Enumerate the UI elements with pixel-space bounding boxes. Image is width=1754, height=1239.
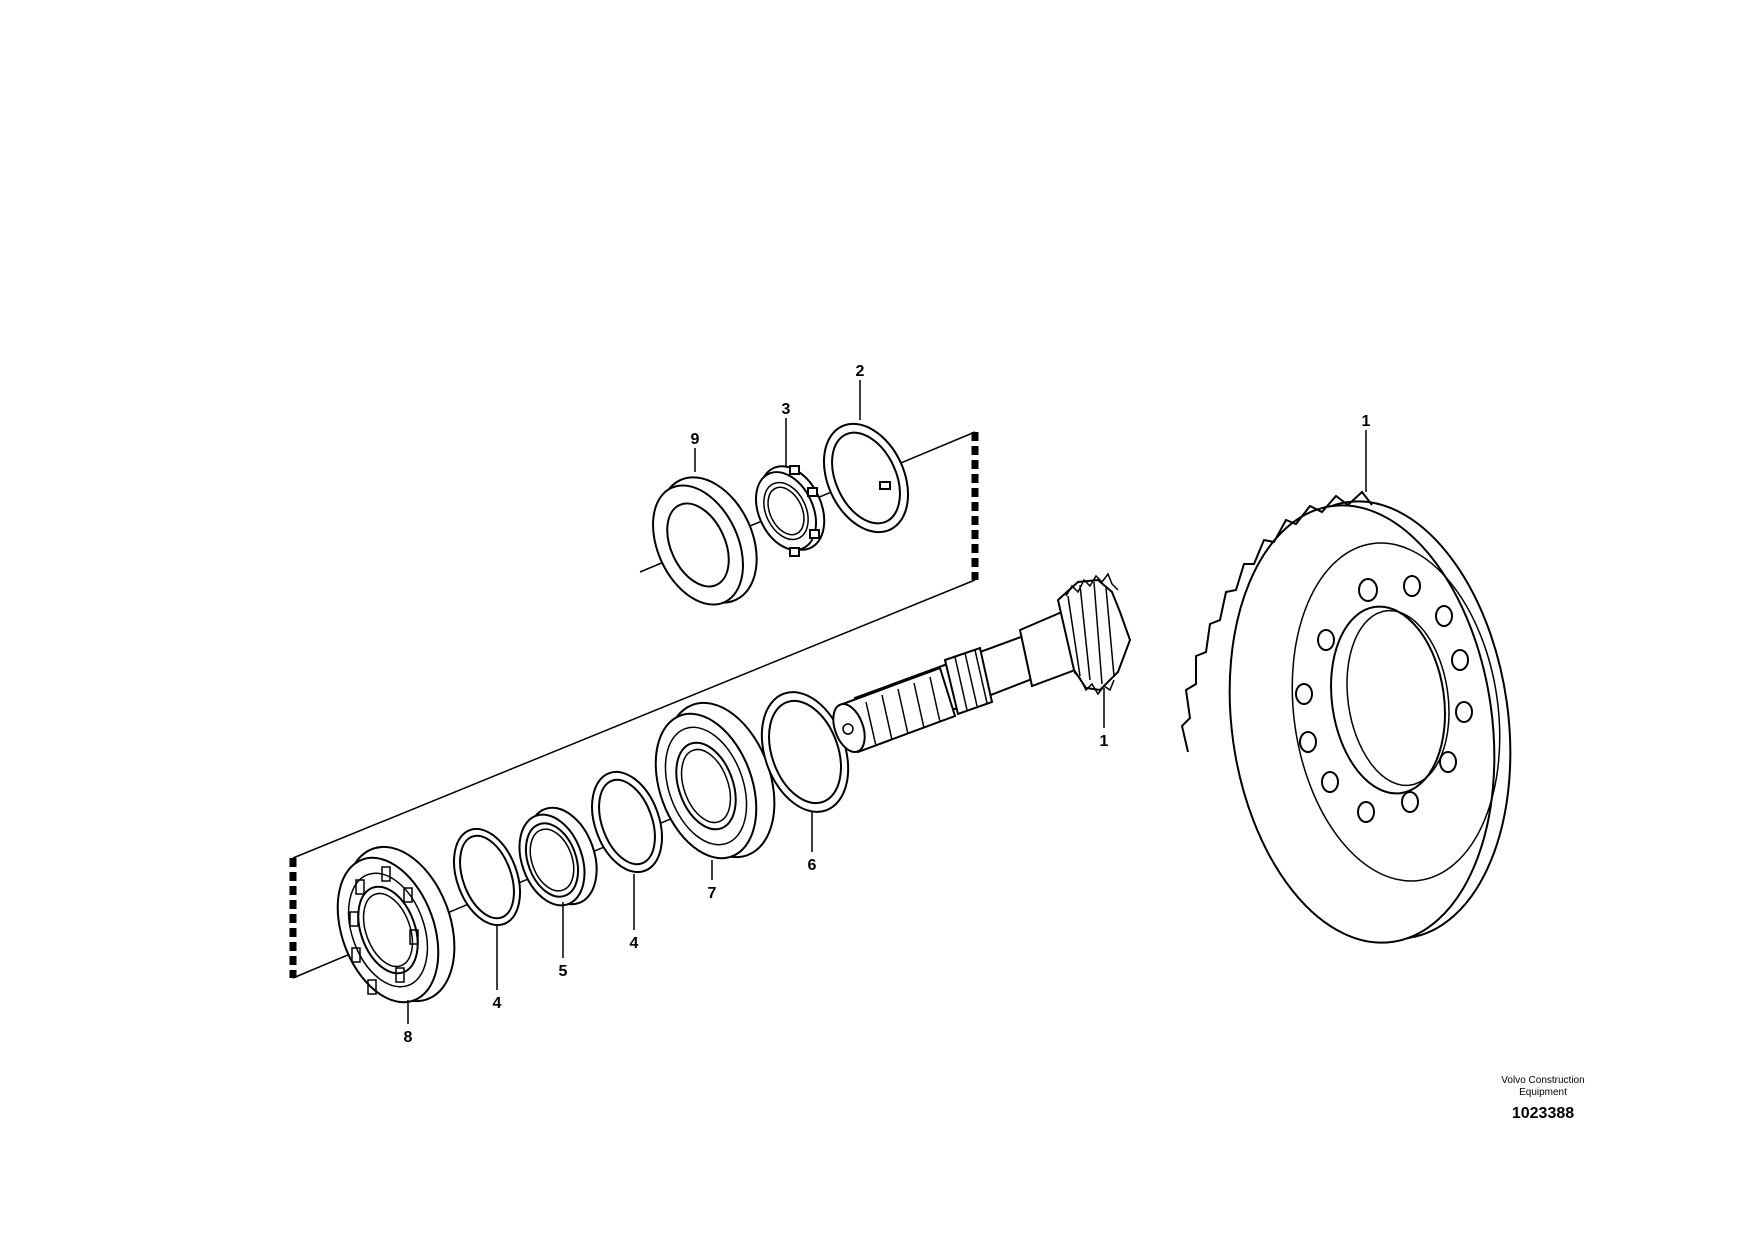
lock-washer-part-2 <box>822 422 910 534</box>
callout-part-5: 5 <box>559 963 568 980</box>
leader-lines <box>407 380 1367 1024</box>
bearing-race-part-5 <box>518 806 598 907</box>
company-name-line-2: Equipment <box>1519 1087 1567 1098</box>
callout-part-2: 2 <box>856 363 865 380</box>
spacer-ring-part-4b <box>591 770 663 874</box>
assembly-bracket <box>289 432 979 978</box>
drawing-credit: Volvo Construction Equipment 1023388 <box>1478 1075 1608 1123</box>
ball-bearing-part-7 <box>654 701 776 860</box>
seal-ring-part-9 <box>652 476 758 606</box>
drawing-number: 1023388 <box>1511 1105 1575 1122</box>
callout-part-1-ring-gear: 1 <box>1362 413 1371 430</box>
callout-part-7: 7 <box>708 885 717 902</box>
slotted-nut-part-3 <box>755 465 826 557</box>
callout-part-4-a: 4 <box>493 995 502 1012</box>
callout-part-3: 3 <box>782 401 791 418</box>
callout-part-8: 8 <box>404 1029 413 1046</box>
thrust-washer-part-6 <box>760 691 850 813</box>
callout-part-4-b: 4 <box>630 935 639 952</box>
roller-bearing-part-8 <box>336 845 456 1004</box>
pinion-shaft-part-1 <box>832 572 1132 754</box>
company-name-line-1: Volvo Construction <box>1501 1075 1585 1086</box>
callout-part-6: 6 <box>808 857 817 874</box>
callout-part-1-pinion: 1 <box>1100 733 1109 750</box>
ring-gear-part-1 <box>1180 490 1512 944</box>
callout-labels: 9 3 2 1 1 6 7 4 5 4 8 <box>404 363 1371 1046</box>
spacer-ring-part-4a <box>453 827 521 927</box>
callout-part-9: 9 <box>691 431 700 448</box>
